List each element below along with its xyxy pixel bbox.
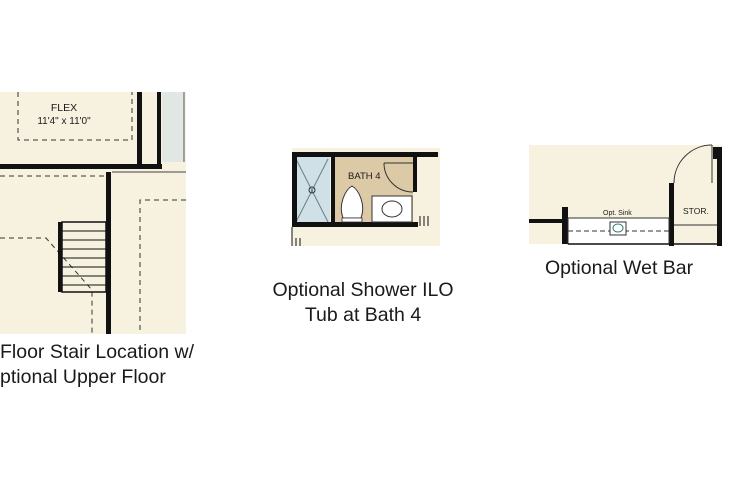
flex-right-wall [137,92,142,164]
storage-label: STOR. [683,206,709,216]
storage-left-wall [669,183,674,246]
stair-hall-wall [106,172,111,334]
toilet-tank [341,217,363,223]
sink-basin [381,200,403,218]
stair-treads [58,221,107,293]
shower-caption-line-2: Tub at Bath 4 [304,304,422,326]
bath4-bottom-wall [292,222,418,227]
upper-floor-dashed-line [139,199,186,334]
plan-shower-bath4: BATH 4 [291,148,440,246]
stair-caption-line-2: ptional Upper Floor [0,366,166,388]
shower-caption: Optional Shower ILO Tub at Bath 4 [261,278,465,328]
wet-bar-sink-basin [612,223,624,233]
flex-room-label: FLEX [51,102,77,114]
plan-stair-location: FLEX 11'4" x 11'0" [0,92,186,334]
closet-tile [162,92,184,162]
bath4-label: BATH 4 [348,171,381,182]
stair-rail [58,222,62,292]
toilet-bowl [340,185,364,219]
bath4-door-swing [383,162,414,193]
stair-location-caption: Floor Stair Location w/ ptional Upper Fl… [0,340,194,390]
shower-caption-line-1: Optional Shower ILO [272,279,454,301]
stair-caption-line-1: Floor Stair Location w/ [0,341,195,363]
wet-bar-caption: Optional Wet Bar [545,256,693,281]
shower-partition [331,157,335,222]
opt-sink-label: Opt. Sink [603,210,632,217]
plan-wet-bar: Opt. Sink STOR. [529,144,722,246]
storage-door-swing [673,144,713,184]
storage-right-wall-top [713,147,717,159]
storage-right-wall [717,147,722,246]
shower-drain-diagonal [295,158,329,223]
flex-bottom-wall [0,164,162,169]
flex-room-dims: 11'4" x 11'0" [37,116,91,127]
bath4-left-wall [292,152,297,224]
wetbar-left-wall [562,207,568,244]
toilet [340,185,364,223]
bath4-top-wall [292,152,438,157]
upper-floor-dashed-line-2 [0,237,93,334]
flex-room-floor [0,92,140,158]
closet-wall [157,92,161,166]
wet-bar-caption-text: Optional Wet Bar [545,257,694,279]
wetbar-back-wall [529,219,569,223]
bath4-right-wall [413,152,417,192]
shower-drain [308,186,316,194]
